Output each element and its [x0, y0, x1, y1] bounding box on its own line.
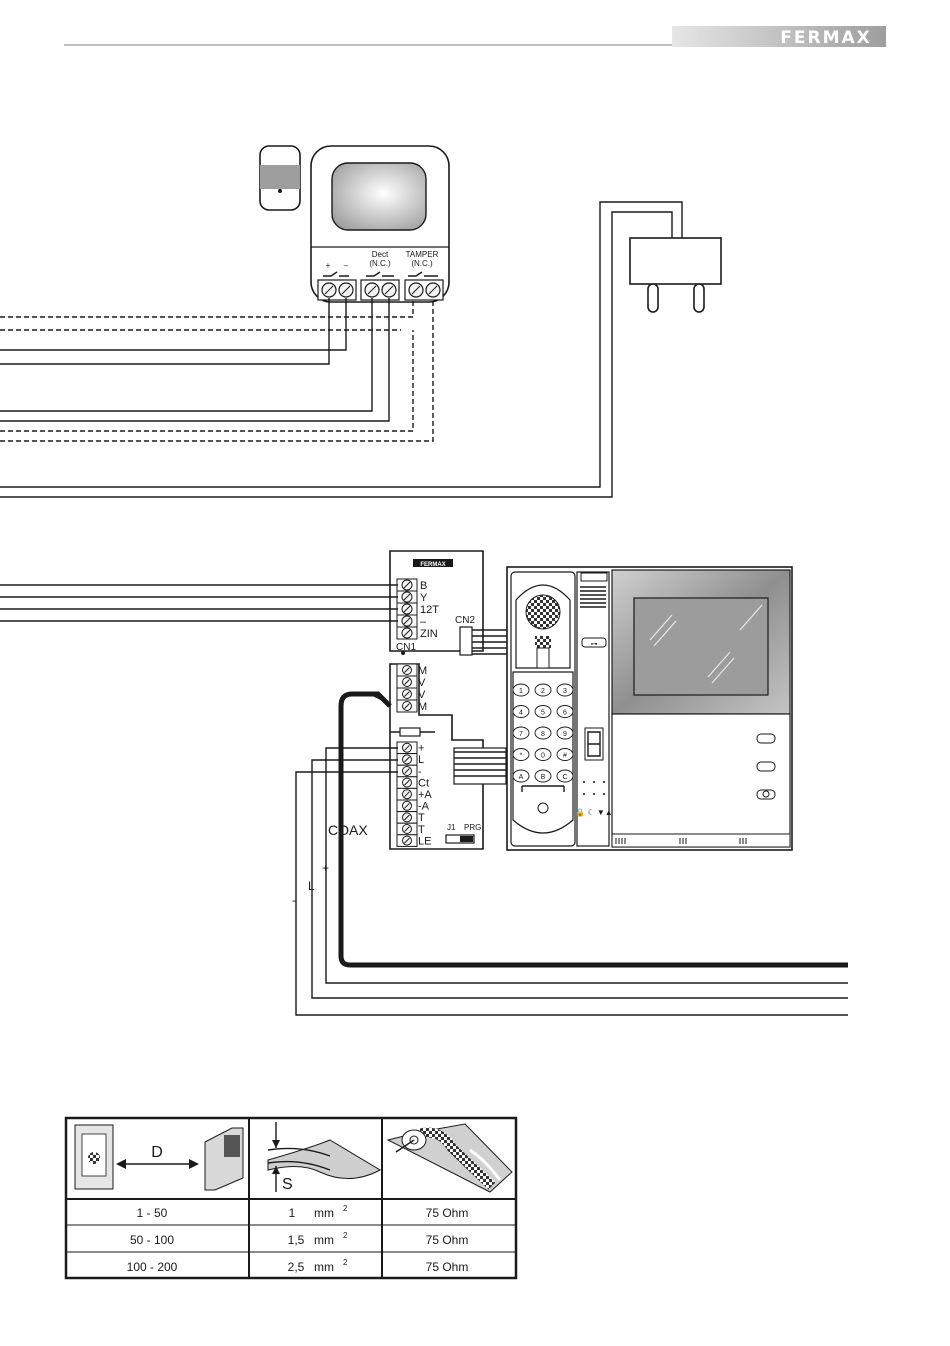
main-terminal-label: -A	[418, 801, 430, 813]
keypad-key-label: 1	[519, 688, 523, 695]
cn1-label: CN1	[396, 642, 416, 653]
sensor-dect-label: Dect	[372, 250, 389, 259]
row-1-section: 1	[289, 1206, 296, 1220]
alarm-sensor-icon	[260, 146, 449, 302]
svg-text:🔒 ☾ ▼▲: 🔒 ☾ ▼▲	[575, 808, 612, 817]
keypad-key-label: 3	[563, 688, 567, 695]
row-3-section: 2,5	[288, 1260, 305, 1274]
main-terminal-label: Ct	[418, 777, 429, 789]
coax-label: COAX	[328, 822, 368, 838]
sensor-minus-label: –	[344, 261, 349, 270]
row-2-unit: mm	[314, 1233, 334, 1247]
power-plug-icon	[630, 238, 721, 312]
keypad-key-label: B	[541, 774, 546, 781]
keypad-key-label: 6	[563, 710, 567, 717]
main-terminal-label: +A	[418, 789, 432, 801]
row-1-impedance: 75 Ohm	[426, 1206, 469, 1220]
row-3-impedance: 75 Ohm	[426, 1260, 469, 1274]
cn2-connector	[460, 627, 510, 655]
row-3-exp: 2	[343, 1258, 348, 1267]
header-brand-logo: FERMAX	[780, 28, 872, 48]
row-3-unit: mm	[314, 1260, 334, 1274]
cn1-input-lines	[0, 585, 398, 621]
keypad-key-label: 7	[519, 731, 523, 738]
cn1-terminal-label: 12T	[420, 604, 439, 616]
decoder-brand-label: FERMAX	[420, 562, 445, 568]
door-key-icon: ⊶	[591, 641, 598, 648]
keypad-key-label: 2	[541, 688, 545, 695]
distance-label: D	[151, 1144, 163, 1161]
keypad-key-label: *	[520, 753, 523, 760]
sensor-tamper-label: TAMPER	[406, 250, 439, 259]
row-3-distance: 100 - 200	[127, 1260, 178, 1274]
section-label: S	[282, 1176, 293, 1193]
keypad-key-label: 4	[519, 710, 523, 717]
main-terminal-label: L	[418, 754, 424, 766]
row-1-exp: 2	[343, 1204, 348, 1213]
keypad-key-label: A	[519, 774, 524, 781]
keypad-key-label: 8	[541, 731, 545, 738]
main-terminal-label: V	[418, 689, 426, 701]
keypad-key-label: C	[562, 774, 567, 781]
jumper-prg-label: PRG	[464, 823, 481, 832]
keypad-key-label: #	[563, 753, 567, 760]
sensor-dect-nc-label: (N.C.)	[369, 259, 391, 268]
riser-minus-label: -	[292, 893, 296, 907]
main-terminal-label: T	[418, 824, 425, 836]
cn1-terminal-label: Y	[420, 592, 428, 604]
door-panel-icon	[75, 1125, 113, 1189]
monitor-icon: 1 2 3 4 5 6 7 8 9 * 0 # A B C ⊶ 🔒 ☾ ▼▲	[507, 567, 792, 850]
cn1-terminal-label: ZIN	[420, 628, 438, 640]
row-2-exp: 2	[343, 1231, 348, 1240]
cn1-terminal-label: B	[420, 580, 427, 592]
sensor-plus-label: +	[326, 261, 331, 270]
keypad-key-label: 0	[541, 753, 545, 760]
main-terminal-label: M	[418, 701, 427, 713]
jumper-j1-label: J1	[447, 823, 456, 832]
riser-l-label: L	[308, 879, 315, 893]
cn1-terminal-label: –	[420, 616, 427, 628]
sensor-tamper-nc-label: (N.C.)	[411, 259, 433, 268]
main-terminal-label: V	[418, 677, 426, 689]
main-terminal-label: M	[418, 665, 427, 677]
cn2-label: CN2	[455, 615, 475, 626]
main-terminal-label: LE	[418, 835, 431, 847]
main-terminal-label: +	[418, 743, 424, 755]
keypad-key-label: 9	[563, 731, 567, 738]
main-terminal-label: -	[418, 766, 422, 778]
riser-plus-label: +	[322, 861, 329, 875]
row-2-impedance: 75 Ohm	[426, 1233, 469, 1247]
main-terminal-label: T	[418, 812, 425, 824]
row-2-section: 1,5	[288, 1233, 305, 1247]
row-1-unit: mm	[314, 1206, 334, 1220]
row-1-distance: 1 - 50	[137, 1206, 168, 1220]
row-2-distance: 50 - 100	[130, 1233, 174, 1247]
keypad-key-label: 5	[541, 710, 545, 717]
